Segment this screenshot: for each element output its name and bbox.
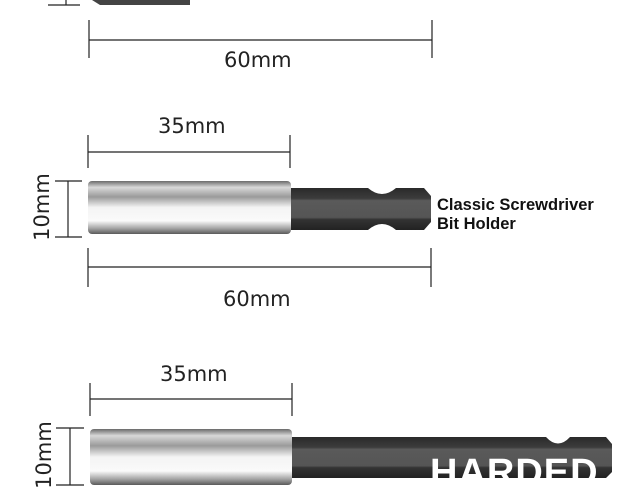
classic-sleeve-length-label: 35mm [158, 114, 226, 138]
classic-total-dimension [87, 248, 432, 287]
classic-hex-shank [291, 188, 431, 230]
classic-diameter-dimension [55, 180, 82, 238]
classic-diameter-label: 10mm [29, 173, 54, 241]
watermark-logo: HARDED [430, 452, 599, 494]
top-partial-holder [48, 0, 190, 6]
long-hex-shank [292, 437, 612, 478]
long-sleeve [90, 429, 292, 485]
classic-sleeve-dimension [87, 135, 291, 168]
title-line-2: Bit Holder [437, 215, 516, 233]
top-length-dimension [88, 20, 433, 58]
long-diameter-dimension [56, 427, 84, 486]
long-sleeve-length-label: 35mm [160, 362, 228, 386]
classic-sleeve [88, 181, 291, 234]
long-diameter-label: 10mm [31, 421, 56, 489]
top-length-label: 60mm [224, 48, 292, 72]
classic-total-length-label: 60mm [223, 287, 291, 311]
title-line-1: Classic Screwdriver [437, 196, 594, 214]
long-sleeve-dimension [89, 383, 293, 416]
product-title: Classic Screwdriver Bit Holder [437, 196, 594, 234]
